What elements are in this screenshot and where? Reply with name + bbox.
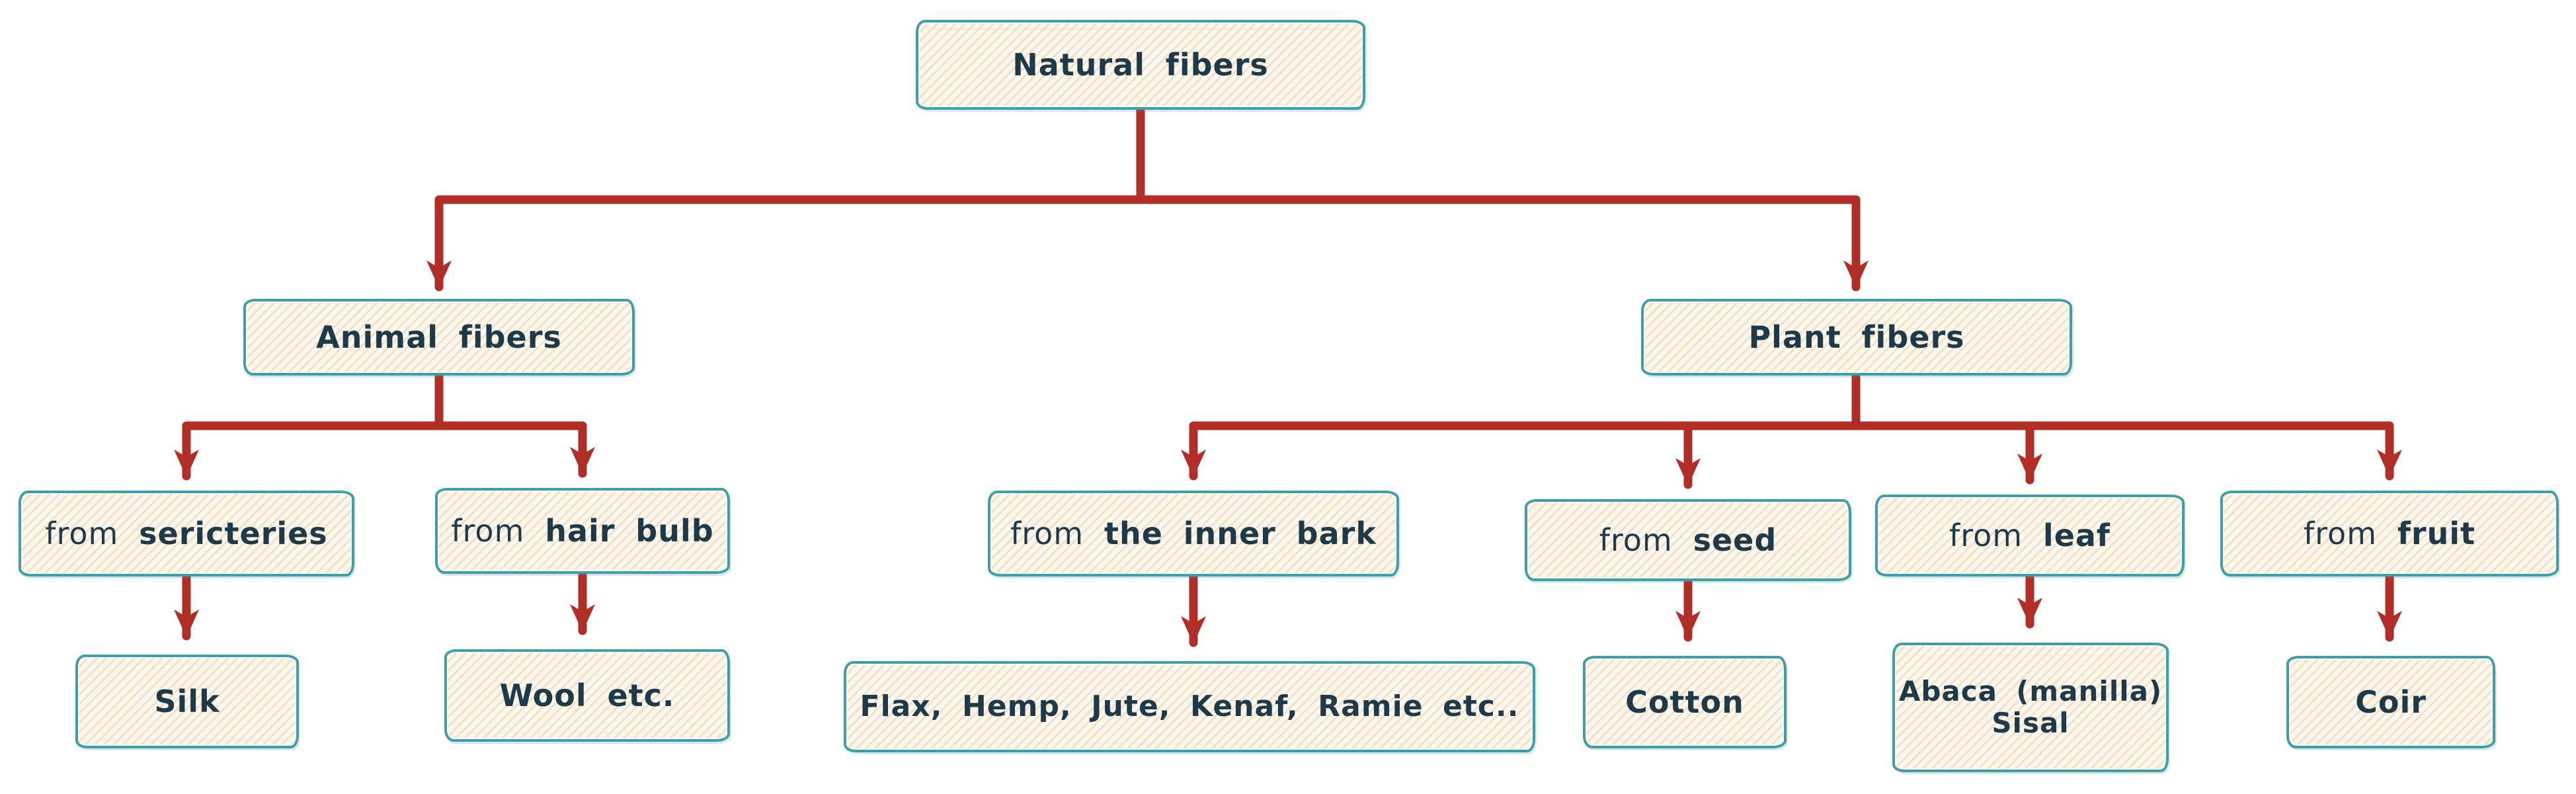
node-cotton-label: Cotton [1625, 684, 1744, 720]
node-from-seed-label: from seed [1599, 522, 1777, 558]
node-from-hair-bulb-label: from hair bulb [451, 512, 714, 549]
from-prefix: from [451, 512, 525, 549]
from-prefix: from [1949, 517, 2023, 553]
node-animal-fibers: Animal fibers [243, 299, 635, 376]
node-from-inner-bark: from the inner bark [988, 491, 1399, 576]
edge-plant-leaf [1851, 421, 2042, 485]
node-from-hair-bulb: from hair bulb [435, 488, 730, 574]
edge-animal-hairbulb [434, 421, 595, 478]
edge-plant-fruit [1851, 421, 2402, 481]
node-from-seed: from seed [1525, 499, 1851, 581]
node-from-sericteries: from sericteries [19, 491, 354, 576]
node-bast-fibers: Flax, Hemp, Jute, Kenaf, Ramie etc.. [844, 661, 1535, 752]
node-abaca-line1: Abaca (manilla) [1898, 674, 2163, 707]
edge-natural-animal [426, 195, 1145, 292]
node-plant-fibers-label: Plant fibers [1748, 319, 1965, 355]
node-abaca-line2: Sisal [1992, 707, 2070, 739]
node-natural-fibers-label: Natural fibers [1012, 46, 1269, 83]
node-animal-fibers-label: Animal fibers [316, 319, 562, 355]
node-from-fruit: from fruit [2220, 491, 2559, 576]
edge-plant-seed [1675, 421, 1861, 489]
from-prefix: from [1599, 522, 1673, 558]
node-from-inner-bark-label: from the inner bark [1010, 515, 1377, 551]
edge-plant-innerbark [1181, 421, 1861, 481]
from-prefix: from [1010, 515, 1084, 551]
node-from-leaf: from leaf [1875, 495, 2185, 576]
from-prefix: from [45, 515, 119, 551]
node-bast-fibers-label: Flax, Hemp, Jute, Kenaf, Ramie etc.. [860, 689, 1519, 723]
node-silk: Silk [75, 655, 299, 748]
node-coir-label: Coir [2355, 684, 2427, 720]
edge-animal-sericteries [174, 421, 444, 481]
node-coir: Coir [2286, 656, 2495, 748]
node-cotton: Cotton [1583, 656, 1787, 748]
node-from-fruit-label: from fruit [2303, 515, 2476, 551]
from-prefix: from [2303, 515, 2378, 551]
node-wool: Wool etc. [444, 649, 730, 742]
node-wool-label: Wool etc. [499, 677, 675, 713]
node-plant-fibers: Plant fibers [1641, 299, 2072, 376]
node-silk-label: Silk [154, 683, 220, 719]
node-abaca-sisal: Abaca (manilla) Sisal [1892, 643, 2169, 772]
node-from-leaf-label: from leaf [1949, 517, 2111, 553]
edge-natural-plant [1136, 195, 1869, 292]
node-natural-fibers: Natural fibers [916, 20, 1365, 110]
node-from-sericteries-label: from sericteries [45, 515, 328, 551]
